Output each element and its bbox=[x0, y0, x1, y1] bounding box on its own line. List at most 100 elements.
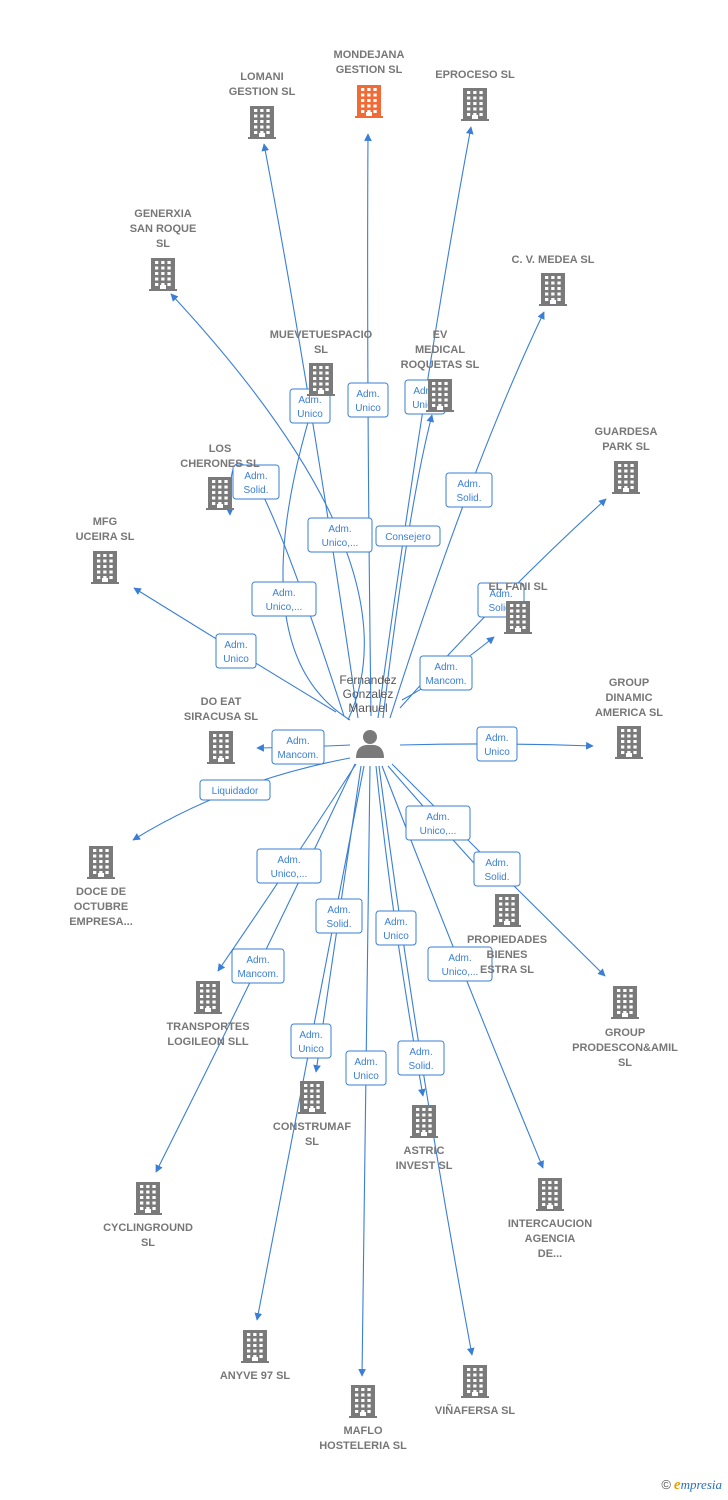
company-label-doeat[interactable]: SIRACUSA SL bbox=[184, 711, 258, 723]
company-label-groupprodescon[interactable]: PRODESCON&AMIL bbox=[572, 1042, 678, 1054]
company-label-mfg[interactable]: UCEIRA SL bbox=[76, 531, 135, 543]
building-icon-guardesa[interactable] bbox=[612, 461, 640, 494]
building-icon-groupprodescon[interactable] bbox=[611, 986, 639, 1019]
company-label-evmedical[interactable]: ROQUETAS SL bbox=[401, 359, 480, 371]
company-label-elfani[interactable]: EL FANI SL bbox=[488, 581, 547, 593]
company-label-construmaf[interactable]: SL bbox=[305, 1136, 319, 1148]
edge-label-doeat[interactable]: Adm.Mancom. bbox=[271, 729, 325, 765]
company-label-muevetuespacio[interactable]: MUEVETUESPACIO bbox=[270, 329, 373, 341]
company-label-groupdinamic[interactable]: DINAMIC bbox=[605, 692, 652, 704]
company-label-cyclinground[interactable]: SL bbox=[141, 1237, 155, 1249]
company-label-doce[interactable]: DOCE DE bbox=[76, 886, 126, 898]
brand-footer[interactable]: ©empresia bbox=[661, 1477, 722, 1494]
company-label-transportes[interactable]: LOGILEON SLL bbox=[167, 1036, 249, 1048]
company-label-viñafersa[interactable]: VIÑAFERSA SL bbox=[435, 1404, 516, 1417]
company-label-propiedades[interactable]: BIENES bbox=[487, 949, 528, 961]
company-label-cyclinground[interactable]: CYCLINGROUND bbox=[103, 1222, 193, 1234]
company-label-generxia[interactable]: SAN ROQUE bbox=[130, 223, 197, 235]
building-icon-doeat[interactable] bbox=[207, 731, 235, 764]
edge-label-text: Adm. bbox=[327, 905, 350, 916]
edge-label-groupprodescon[interactable]: Adm.Solid. bbox=[473, 851, 521, 887]
building-icon-astric[interactable] bbox=[410, 1105, 438, 1138]
edge-label-elfani[interactable]: Adm.Mancom. bbox=[419, 655, 473, 691]
company-label-construmaf[interactable]: CONSTRUMAF bbox=[273, 1121, 351, 1133]
company-label-astric[interactable]: INVEST SL bbox=[396, 1160, 453, 1172]
building-icon-lomani[interactable] bbox=[248, 106, 276, 139]
edge-label-viñafersa[interactable]: Adm.Solid. bbox=[397, 1040, 445, 1076]
building-icon-loscherones[interactable] bbox=[206, 477, 234, 510]
edge-label-transportes[interactable]: Adm.Unico,... bbox=[256, 848, 322, 884]
edge-label-muevetuespacio[interactable]: Adm.Unico,... bbox=[251, 581, 317, 617]
building-icon-propiedades[interactable] bbox=[493, 894, 521, 927]
company-label-muevetuespacio[interactable]: SL bbox=[314, 344, 328, 356]
company-label-mfg[interactable]: MFG bbox=[93, 516, 117, 528]
company-label-maflo[interactable]: MAFLO bbox=[343, 1425, 383, 1437]
edge-label-astric[interactable]: Adm.Unico bbox=[375, 910, 417, 946]
edge-label-groupdinamic[interactable]: Adm.Unico bbox=[476, 726, 518, 762]
building-icon-cyclinground[interactable] bbox=[134, 1182, 162, 1215]
company-label-intercaucion[interactable]: AGENCIA bbox=[525, 1233, 576, 1245]
building-icon-construmaf[interactable] bbox=[298, 1081, 326, 1114]
edge-label-anyve[interactable]: Adm.Unico bbox=[290, 1023, 332, 1059]
building-icon-evmedical[interactable] bbox=[426, 379, 454, 412]
edge-label-generxia[interactable]: Adm.Unico,... bbox=[307, 517, 373, 553]
building-icon-anyve[interactable] bbox=[241, 1330, 269, 1363]
edge-label-doce[interactable]: Liquidador bbox=[199, 779, 271, 801]
building-icon-muevetuespacio[interactable] bbox=[307, 363, 335, 396]
company-label-anyve[interactable]: ANYVE 97 SL bbox=[220, 1370, 291, 1382]
edge-label-evmedical[interactable]: Consejero bbox=[375, 525, 441, 547]
edge-label-cyclinground[interactable]: Adm.Mancom. bbox=[231, 948, 285, 984]
company-label-groupprodescon[interactable]: GROUP bbox=[605, 1027, 645, 1039]
company-label-generxia[interactable]: GENERXIA bbox=[134, 208, 192, 220]
company-label-lomani[interactable]: GESTION SL bbox=[229, 86, 296, 98]
company-label-loscherones[interactable]: CHERONES SL bbox=[180, 458, 260, 470]
company-label-mondejana[interactable]: GESTION SL bbox=[336, 64, 403, 76]
company-label-guardesa[interactable]: PARK SL bbox=[602, 441, 650, 453]
edge-label-cvmedea[interactable]: Adm.Solid. bbox=[445, 472, 493, 508]
company-label-intercaucion[interactable]: DE... bbox=[538, 1248, 562, 1260]
building-icon-elfani[interactable] bbox=[504, 601, 532, 634]
company-label-doce[interactable]: OCTUBRE bbox=[74, 901, 128, 913]
company-label-lomani[interactable]: LOMANI bbox=[240, 71, 283, 83]
edge-label-text: Adm. bbox=[489, 589, 512, 600]
building-icon-mfg[interactable] bbox=[91, 551, 119, 584]
edge-label-maflo[interactable]: Adm.Unico bbox=[345, 1050, 387, 1086]
company-label-evmedical[interactable]: EV bbox=[433, 329, 448, 341]
company-label-eproceso[interactable]: EPROCESO SL bbox=[435, 69, 515, 81]
building-icon-viñafersa[interactable] bbox=[461, 1365, 489, 1398]
building-icon-generxia[interactable] bbox=[149, 258, 177, 291]
edge-label-loscherones[interactable]: Adm.Solid. bbox=[232, 464, 280, 500]
building-icon-groupdinamic[interactable] bbox=[615, 726, 643, 759]
company-label-propiedades[interactable]: PROPIEDADES bbox=[467, 934, 547, 946]
building-icon-doce[interactable] bbox=[87, 846, 115, 879]
edge-label-mondejana[interactable]: Adm.Unico bbox=[347, 382, 389, 418]
company-label-intercaucion[interactable]: INTERCAUCION bbox=[508, 1218, 592, 1230]
company-label-propiedades[interactable]: ESTRA SL bbox=[480, 964, 534, 976]
building-icon-transportes[interactable] bbox=[194, 981, 222, 1014]
edge-label-text: Solid. bbox=[408, 1061, 433, 1072]
building-icon-eproceso[interactable] bbox=[461, 88, 489, 121]
company-label-generxia[interactable]: SL bbox=[156, 238, 170, 250]
company-label-mondejana[interactable]: MONDEJANA bbox=[334, 49, 405, 61]
person-icon[interactable] bbox=[356, 730, 384, 758]
building-icon-intercaucion[interactable] bbox=[536, 1178, 564, 1211]
company-label-cvmedea[interactable]: C. V. MEDEA SL bbox=[512, 254, 595, 266]
company-label-transportes[interactable]: TRANSPORTES bbox=[166, 1021, 249, 1033]
company-label-maflo[interactable]: HOSTELERIA SL bbox=[319, 1440, 407, 1452]
edge-label-mfg[interactable]: Adm.Unico bbox=[215, 633, 257, 669]
building-icon-maflo[interactable] bbox=[349, 1385, 377, 1418]
edge-label-intercaucion[interactable]: Adm.Unico,... bbox=[427, 946, 493, 982]
company-label-loscherones[interactable]: LOS bbox=[209, 443, 232, 455]
company-label-groupprodescon[interactable]: SL bbox=[618, 1057, 632, 1069]
edge-label-propiedades[interactable]: Adm.Unico,... bbox=[405, 805, 471, 841]
company-label-doce[interactable]: EMPRESA... bbox=[69, 916, 133, 928]
company-label-astric[interactable]: ASTRIC bbox=[404, 1145, 445, 1157]
company-label-guardesa[interactable]: GUARDESA bbox=[595, 426, 658, 438]
company-label-evmedical[interactable]: MEDICAL bbox=[415, 344, 465, 356]
company-label-groupdinamic[interactable]: AMERICA SL bbox=[595, 707, 663, 719]
building-icon-cvmedea[interactable] bbox=[539, 273, 567, 306]
company-label-doeat[interactable]: DO EAT bbox=[201, 696, 242, 708]
building-icon-mondejana[interactable] bbox=[355, 85, 383, 118]
company-label-groupdinamic[interactable]: GROUP bbox=[609, 677, 649, 689]
edge-label-construmaf[interactable]: Adm.Solid. bbox=[315, 898, 363, 934]
